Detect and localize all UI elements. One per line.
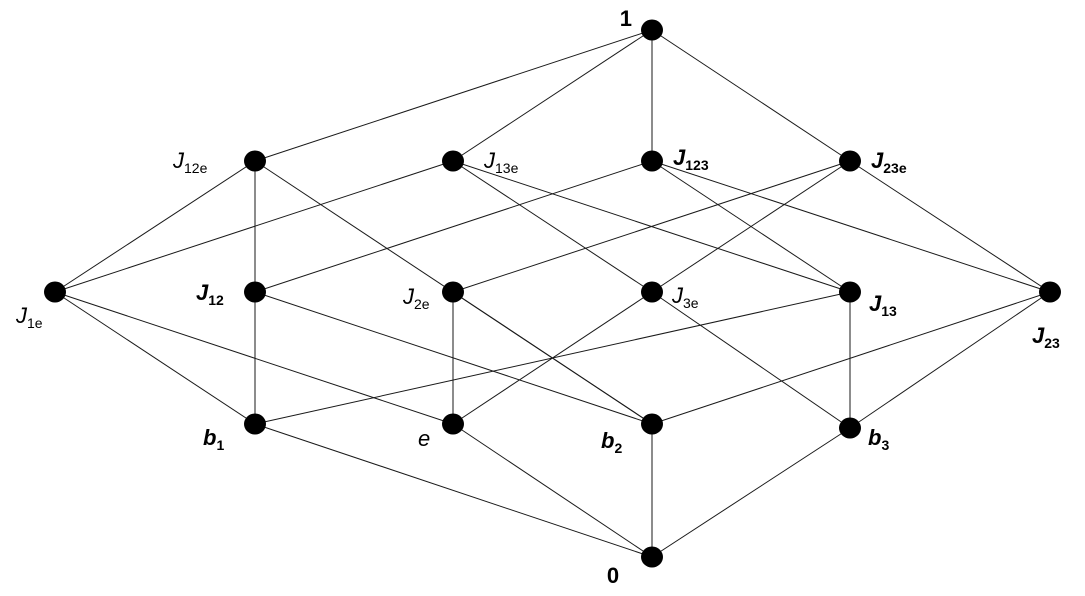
node-label-main: 1 <box>620 6 632 31</box>
node-label-main: b <box>203 425 216 450</box>
node-label-subscript: 13e <box>495 160 519 176</box>
edge-J23e-J23 <box>849 160 1051 293</box>
node-label-b3: b3 <box>868 425 889 453</box>
node-label-subscript: 23e <box>883 160 907 176</box>
node-label-main: J <box>671 283 684 308</box>
node-label-b2: b2 <box>601 428 622 456</box>
node-J12 <box>244 281 266 303</box>
edge-J123-J23 <box>651 160 1051 293</box>
node-label-main: J <box>172 148 185 173</box>
edge-J123-J12 <box>254 160 653 293</box>
node-label-main: J <box>869 291 882 316</box>
edge-J3e-b3 <box>651 291 851 429</box>
node-label-J123: J123 <box>673 145 709 173</box>
node-label-main: b <box>868 425 881 450</box>
node-label-zero: 0 <box>607 563 619 588</box>
edge-one-J12e <box>254 29 653 162</box>
node-label-main: J <box>1032 323 1045 348</box>
node-label-J12: J12 <box>196 280 224 308</box>
node-e <box>442 413 464 435</box>
node-J1e <box>44 281 66 303</box>
node-label-main: J <box>483 148 496 173</box>
edge-J23e-J2e <box>452 160 851 293</box>
node-label-J23: J23 <box>1032 323 1060 351</box>
node-label-subscript: 2e <box>414 296 430 312</box>
edge-J13e-J3e <box>452 160 653 293</box>
edge-J23-b2 <box>651 291 1051 425</box>
node-label-subscript: 13 <box>881 303 897 319</box>
node-label-main: J <box>196 280 209 305</box>
edge-J23-b3 <box>849 291 1051 429</box>
node-label-main: 0 <box>607 563 619 588</box>
node-label-subscript: 1 <box>216 437 224 453</box>
edge-e-zero <box>452 423 653 558</box>
node-label-J1e: J1e <box>15 303 43 331</box>
edges-layer <box>54 29 1051 558</box>
node-label-subscript: 23 <box>1044 335 1060 351</box>
node-label-main: J <box>871 148 884 173</box>
node-b1 <box>244 413 266 435</box>
node-label-J13: J13 <box>869 291 897 319</box>
node-label-main: J <box>673 145 686 170</box>
node-label-subscript: 12e <box>184 160 208 176</box>
node-J13e <box>442 150 464 172</box>
node-label-subscript: 123 <box>685 157 709 173</box>
edge-J1e-b1 <box>54 291 256 425</box>
node-b2 <box>641 413 663 435</box>
edge-J1e-e <box>54 291 454 425</box>
node-one <box>641 19 663 41</box>
edge-J23e-J3e <box>651 160 851 293</box>
node-J23e <box>839 150 861 172</box>
edge-b3-zero <box>651 427 851 558</box>
node-label-J23e: J23e <box>871 148 907 176</box>
node-zero <box>641 546 663 568</box>
node-label-main: J <box>15 303 28 328</box>
node-label-subscript: 3 <box>881 437 889 453</box>
node-label-main: e <box>418 426 430 451</box>
node-label-subscript: 1e <box>27 315 43 331</box>
node-label-one: 1 <box>620 6 632 31</box>
node-label-J13e: J13e <box>483 148 519 176</box>
node-label-main: J <box>402 284 415 309</box>
node-J123 <box>641 150 663 172</box>
node-label-J3e: J3e <box>671 283 699 311</box>
node-J12e <box>244 150 266 172</box>
nodes-layer <box>44 19 1061 568</box>
node-label-subscript: 12 <box>208 292 224 308</box>
node-J13 <box>839 281 861 303</box>
edge-J12e-J1e <box>54 160 256 293</box>
node-J3e <box>641 281 663 303</box>
edge-b1-zero <box>254 423 653 558</box>
node-J23 <box>1039 281 1061 303</box>
edge-one-J13e <box>452 29 653 162</box>
edge-one-J23e <box>651 29 851 162</box>
node-b3 <box>839 417 861 439</box>
node-label-e: e <box>418 426 430 451</box>
node-label-subscript: 2 <box>614 440 622 456</box>
node-J2e <box>442 281 464 303</box>
node-label-main: b <box>601 428 614 453</box>
node-label-subscript: 3e <box>683 295 699 311</box>
edge-J13-b1 <box>254 291 851 425</box>
edge-J13e-J1e <box>54 160 454 293</box>
node-label-b1: b1 <box>203 425 224 453</box>
node-label-J2e: J2e <box>402 284 430 312</box>
node-label-J12e: J12e <box>172 148 208 176</box>
